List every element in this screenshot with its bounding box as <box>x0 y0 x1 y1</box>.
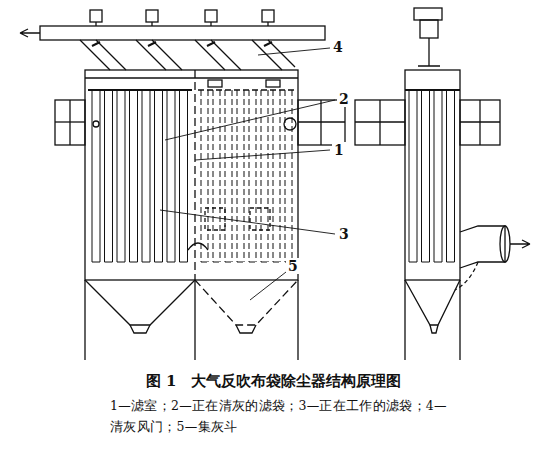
filter-bag-stroke <box>256 90 257 262</box>
filter-bag-stroke <box>175 90 176 262</box>
filter-bag-stroke <box>100 90 101 262</box>
filter-bag-stroke <box>434 262 442 263</box>
filter-bag-stroke <box>237 90 238 262</box>
filter-bag-stroke <box>249 262 256 263</box>
filter-bag-stroke <box>180 262 188 263</box>
filter-bag-stroke <box>201 262 208 263</box>
filter-bag-stroke <box>417 90 418 262</box>
filter-bag-stroke <box>244 90 245 262</box>
filter-bag-stroke <box>237 262 244 263</box>
filter-bag-stroke <box>232 90 233 262</box>
filter-bag-stroke <box>117 90 118 262</box>
filter-bag-stroke <box>434 90 435 262</box>
figure-caption: 图 1 大气反吹布袋除尘器结构原理图 <box>146 372 402 391</box>
filter-bag-stroke <box>162 90 163 262</box>
filter-bag-stroke <box>179 90 180 262</box>
filter-bag-stroke <box>447 262 455 263</box>
filter-bag-stroke <box>117 262 125 263</box>
filter-bag-stroke <box>261 262 268 263</box>
filter-bag-stroke <box>454 90 455 262</box>
callout-number: 3 <box>337 226 351 242</box>
filter-bag-stroke <box>104 90 105 262</box>
filter-bag-stroke <box>280 90 281 262</box>
filter-bag-stroke <box>225 262 232 263</box>
filter-bag-stroke <box>261 90 262 262</box>
filter-bag-stroke <box>125 90 126 262</box>
filter-bag-stroke <box>213 262 220 263</box>
filter-bag-stroke <box>225 90 226 262</box>
filter-bag-stroke <box>409 262 417 263</box>
filter-bag-stroke <box>129 90 130 262</box>
callout-number: 1 <box>332 142 346 158</box>
filter-bag-stroke <box>155 262 163 263</box>
filter-bag-stroke <box>142 90 143 262</box>
filter-bag-stroke <box>142 262 150 263</box>
filter-bag-stroke <box>112 90 113 262</box>
filter-bag-stroke <box>421 90 422 262</box>
filter-bag-stroke <box>213 90 214 262</box>
filter-bag-stroke <box>130 262 138 263</box>
callout-number: 2 <box>337 91 351 107</box>
filter-bag-stroke <box>92 90 93 262</box>
filter-bag-stroke <box>167 90 168 262</box>
filter-bag-stroke <box>285 90 286 262</box>
callout-number: 5 <box>286 258 300 274</box>
filter-bag-stroke <box>273 262 280 263</box>
filter-bag-stroke <box>422 262 430 263</box>
filter-bag-stroke <box>150 90 151 262</box>
filter-bag-stroke <box>137 90 138 262</box>
filter-bag-stroke <box>92 262 100 263</box>
filter-bag-stroke <box>167 262 175 263</box>
filter-bag-stroke <box>249 90 250 262</box>
filter-bag-stroke <box>208 90 209 262</box>
filter-bag-stroke <box>446 90 447 262</box>
legend-key-text: 1—滤室；2—正在清灰的滤袋；3—正在工作的滤袋；4—清灰风门；5—集灰斗 <box>110 395 455 437</box>
filter-bag-stroke <box>154 90 155 262</box>
filter-bag-stroke <box>220 90 221 262</box>
callout-number: 4 <box>331 39 345 55</box>
filter-bag-stroke <box>201 90 202 262</box>
filter-bag-stroke <box>429 90 430 262</box>
filter-bag-stroke <box>187 90 188 262</box>
filter-bag-stroke <box>292 90 293 262</box>
filter-bag-stroke <box>273 90 274 262</box>
filter-bag-stroke <box>105 262 113 263</box>
filter-bag-stroke <box>409 90 410 262</box>
filter-bag-stroke <box>442 90 443 262</box>
